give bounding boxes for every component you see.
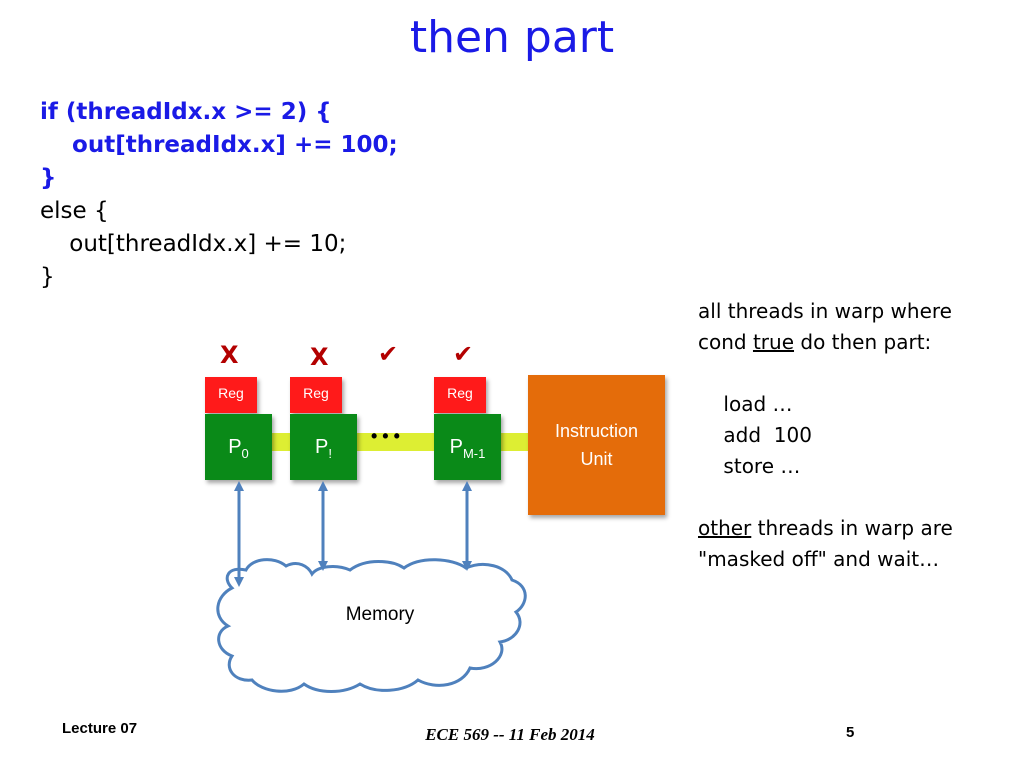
page-number: 5 bbox=[846, 724, 855, 741]
code-line: } bbox=[40, 165, 57, 191]
register-box: Reg bbox=[205, 377, 257, 413]
note-underlined: true bbox=[752, 330, 795, 354]
note-underlined: other bbox=[698, 516, 752, 540]
processor-subscript: 0 bbox=[241, 446, 249, 461]
footer-course-date: ECE 569 -- 11 Feb 2014 bbox=[425, 725, 595, 744]
processor-subscript: ! bbox=[328, 446, 332, 461]
note-line bbox=[698, 482, 953, 513]
footer-lecture: Lecture 07 bbox=[62, 720, 138, 737]
note-line: "masked off" and wait… bbox=[698, 547, 940, 571]
memory-label: Memory bbox=[345, 604, 415, 625]
active-mark: ✔ bbox=[378, 340, 399, 368]
mask-mark: X bbox=[220, 341, 239, 369]
code-line: else { bbox=[40, 198, 109, 224]
active-mark: ✔ bbox=[453, 340, 474, 368]
note-line bbox=[698, 358, 953, 389]
register-box: Reg bbox=[434, 377, 486, 413]
note-line: store … bbox=[698, 454, 801, 478]
memory-cloud bbox=[216, 558, 527, 693]
processor-label: P bbox=[315, 436, 329, 458]
code-block: if (threadIdx.x >= 2) { out[threadIdx.x]… bbox=[40, 96, 398, 294]
processor-label: P bbox=[228, 436, 242, 458]
explanation-text: all threads in warp where cond true do t… bbox=[698, 296, 953, 575]
code-line: if (threadIdx.x >= 2) { bbox=[40, 99, 332, 125]
ellipsis-dots: • • • bbox=[371, 426, 400, 446]
note-text: cond bbox=[698, 330, 753, 354]
code-line: out[threadIdx.x] += 100; bbox=[40, 132, 398, 158]
processor-0: P0 bbox=[205, 414, 272, 480]
mask-mark: X bbox=[310, 343, 329, 371]
note-line: add 100 bbox=[698, 423, 812, 447]
note-text: do then part: bbox=[794, 330, 932, 354]
processor-subscript: M-1 bbox=[462, 446, 486, 461]
instruction-unit-label: Instruction bbox=[554, 421, 639, 441]
slide-title: then part bbox=[409, 12, 615, 63]
processor-label: P bbox=[449, 436, 463, 458]
note-text: threads in warp are bbox=[751, 516, 953, 540]
code-line: out[threadIdx.x] += 10; bbox=[40, 231, 347, 257]
processor-m-1: PM-1 bbox=[434, 414, 501, 480]
processor-1: P! bbox=[290, 414, 357, 480]
register-box: Reg bbox=[290, 377, 342, 413]
instruction-unit-label: Unit bbox=[580, 449, 613, 469]
instruction-unit: Instruction Unit bbox=[528, 375, 665, 515]
code-line: } bbox=[40, 264, 55, 290]
note-line: cond true do then part: bbox=[698, 327, 953, 358]
note-line: load … bbox=[698, 392, 793, 416]
note-line: other threads in warp are bbox=[698, 513, 953, 544]
note-line: all threads in warp where bbox=[698, 299, 952, 323]
